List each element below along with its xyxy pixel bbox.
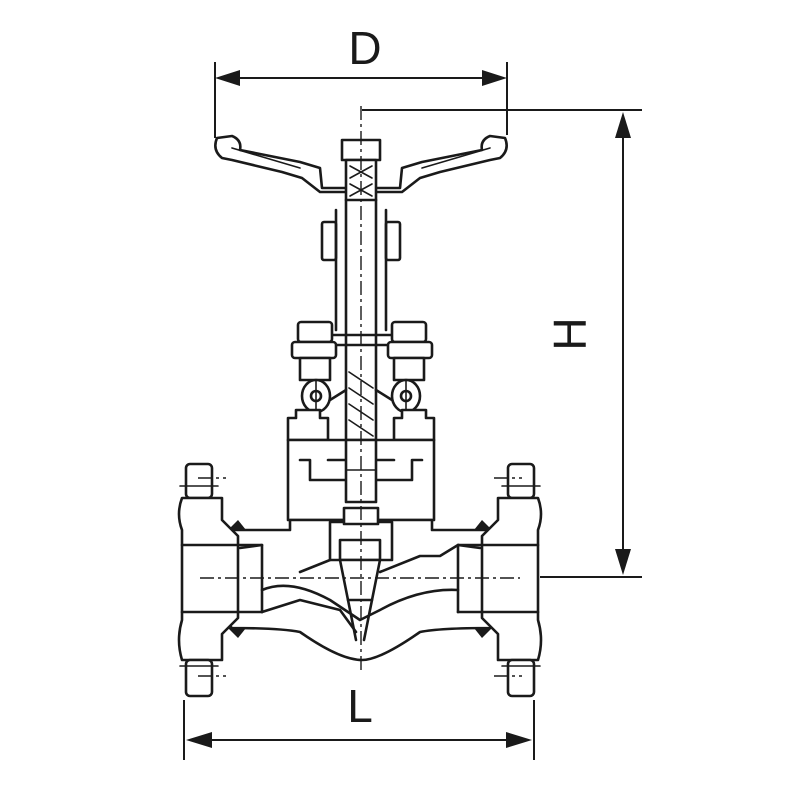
gland-bolt-right	[374, 320, 434, 414]
center-lines	[198, 106, 522, 677]
gland-bolt-left	[290, 320, 348, 420]
dimension-l-label: L	[347, 680, 373, 732]
flange-right	[456, 462, 543, 698]
dimension-d: D	[214, 22, 508, 138]
dimension-d-label: D	[348, 22, 381, 74]
dimension-h-label: H	[544, 317, 596, 350]
flange-left	[177, 462, 264, 698]
dimension-h: H	[362, 109, 642, 578]
bonnet	[286, 408, 436, 522]
dimension-l: L	[183, 680, 535, 760]
